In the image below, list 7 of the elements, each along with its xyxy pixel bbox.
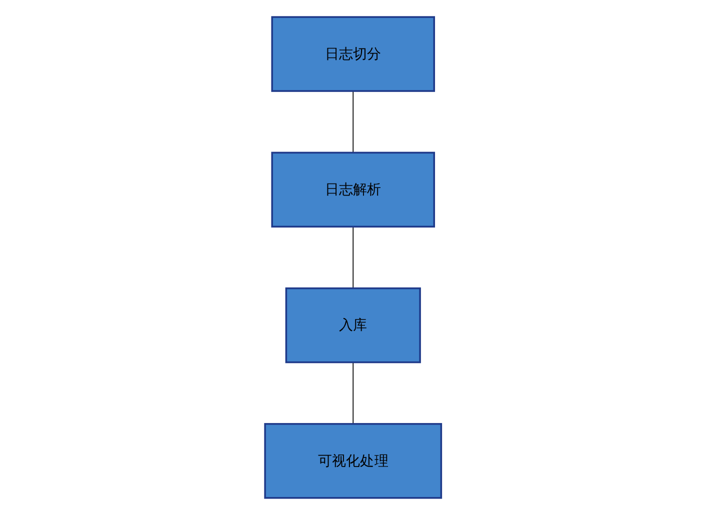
node-box: 日志解析	[271, 152, 435, 228]
node-box: 入库	[285, 287, 421, 364]
connector	[352, 90, 354, 154]
connector	[352, 226, 354, 289]
node-box: 可视化处理	[264, 423, 442, 499]
connector	[352, 362, 354, 424]
node-box: 日志切分	[271, 16, 435, 92]
